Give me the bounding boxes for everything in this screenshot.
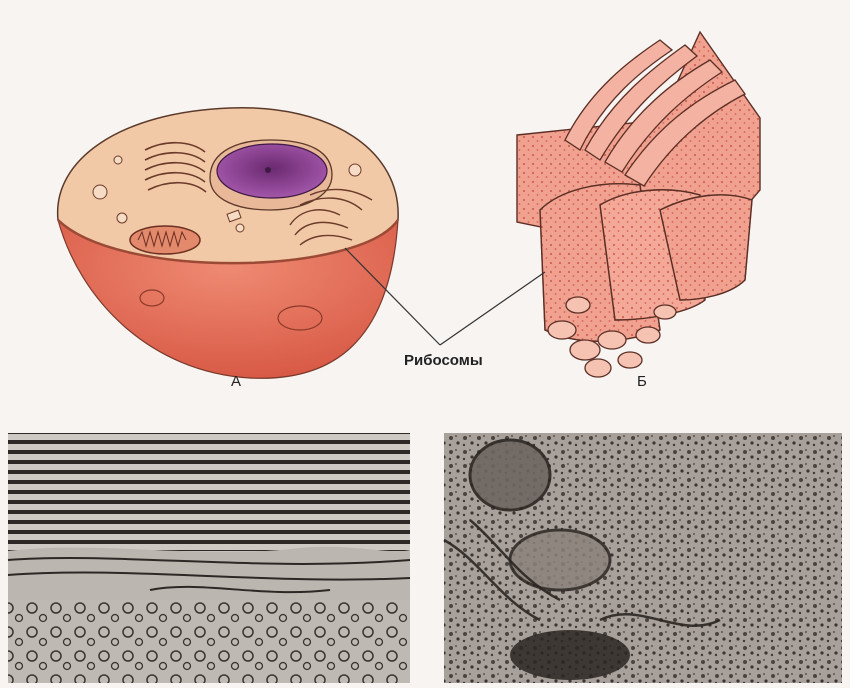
ribosomes-label: Рибосомы	[404, 352, 483, 369]
micrograph-right	[444, 433, 842, 683]
er-front-sheets	[540, 184, 752, 342]
panel-a-label: А	[231, 373, 241, 390]
micrograph-left	[8, 433, 410, 683]
er-illustration	[517, 32, 760, 377]
mitochondrion	[130, 226, 200, 254]
cell-illustration	[58, 108, 399, 379]
panel-b-label: Б	[637, 373, 647, 390]
